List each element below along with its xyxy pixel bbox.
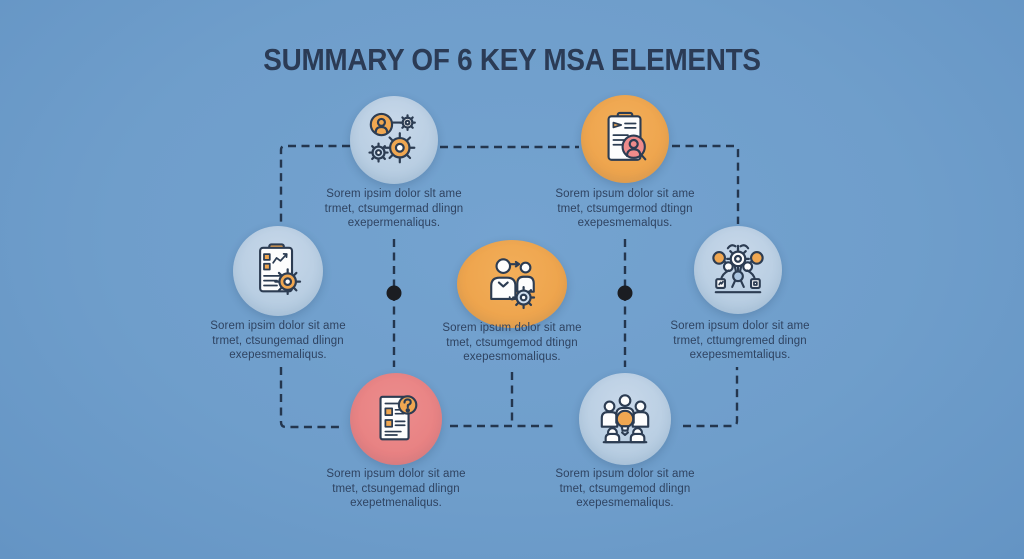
caption-line: Sorem ipsum dolor sit ame bbox=[555, 188, 695, 200]
element-top-right-caption: Sorem ipsum dolor sit ame tmet, ctsumger… bbox=[530, 187, 720, 231]
connector-top-right-elbow bbox=[672, 144, 740, 224]
people-transfer-gear-icon bbox=[490, 258, 535, 309]
clipboard-chart-gear-icon bbox=[259, 243, 301, 295]
element-mid-right-circle bbox=[694, 226, 782, 314]
element-bottom-left-caption: Sorem ipsum dolor sit ame tmet, ctsungem… bbox=[301, 467, 491, 511]
caption-line: exepesmemalqus. bbox=[577, 217, 673, 229]
element-mid-left-circle bbox=[233, 226, 323, 316]
document-question-icon bbox=[379, 395, 418, 441]
junction-dot-left bbox=[386, 285, 402, 301]
caption-line: exepesmemtaliqus. bbox=[689, 349, 791, 361]
network-machine-icon bbox=[712, 244, 764, 294]
element-mid-left-caption: Sorem ipsim dolor sit ame trmet, ctsunge… bbox=[183, 319, 373, 363]
clipboard-person-icon bbox=[607, 111, 647, 161]
element-top-left-circle bbox=[350, 96, 438, 184]
caption-line: Sorem ipsum dolor sit ame bbox=[670, 320, 810, 332]
junction-dot-right bbox=[617, 285, 633, 301]
caption-line: tmet, ctsungemad dlingn bbox=[332, 482, 460, 495]
person-gears-icon bbox=[368, 112, 416, 164]
caption-line: exepesmemaliqus. bbox=[229, 349, 327, 361]
caption-line: exepetmenaliqus. bbox=[350, 497, 442, 509]
caption-line: trmet, ctsungemad dlingn bbox=[212, 334, 344, 347]
caption-line: Sorem ipsum dolor sit ame bbox=[555, 468, 695, 480]
caption-line: tmet, ctsumgermod dtingn bbox=[557, 202, 693, 215]
connector-bottom-right-elbow bbox=[683, 367, 739, 428]
element-bottom-right-caption: Sorem ipsum dolor sit ame tmet, ctsumgem… bbox=[530, 467, 720, 511]
caption-line: tmet, ctsumgemod dtingn bbox=[446, 336, 578, 349]
caption-line: tmet, ctsumgemod dlingn bbox=[559, 482, 691, 495]
element-center-caption: Sorem ipsum dolor sit ame tmet, ctsumgem… bbox=[417, 321, 607, 365]
element-bottom-right-circle bbox=[579, 373, 671, 465]
caption-line: exepesmomaliqus. bbox=[463, 351, 561, 363]
connector-top-left-elbow bbox=[279, 144, 350, 224]
caption-line: trmet, ctsumgermad dlingn bbox=[324, 202, 464, 215]
caption-line: Sorem ipsum dolor sit ame bbox=[442, 322, 582, 334]
page-title: SUMMARY OF 6 KEY MSA ELEMENTS bbox=[263, 42, 761, 77]
element-top-right-circle bbox=[581, 95, 669, 183]
element-top-left-caption: Sorem ipsim dolor slt ame trmet, ctsumge… bbox=[299, 187, 489, 231]
element-center-circle bbox=[457, 240, 567, 328]
caption-line: exepesmemaliqus. bbox=[576, 497, 674, 509]
element-bottom-left-circle bbox=[350, 373, 442, 465]
caption-line: exepermenaliqus. bbox=[347, 217, 441, 229]
team-lightbulb-icon bbox=[600, 394, 650, 444]
caption-line: Sorem ipsim dolor sit ame bbox=[210, 320, 346, 332]
connector-bottom-left-elbow bbox=[279, 367, 340, 429]
element-mid-right-caption: Sorem ipsum dolor sit ame trmet, cttumgr… bbox=[645, 319, 835, 363]
caption-line: Sorem ipsum dolor sit ame bbox=[326, 468, 466, 480]
caption-line: Sorem ipsim dolor slt ame bbox=[326, 188, 462, 200]
caption-line: trmet, cttumgremed dingn bbox=[673, 334, 807, 347]
